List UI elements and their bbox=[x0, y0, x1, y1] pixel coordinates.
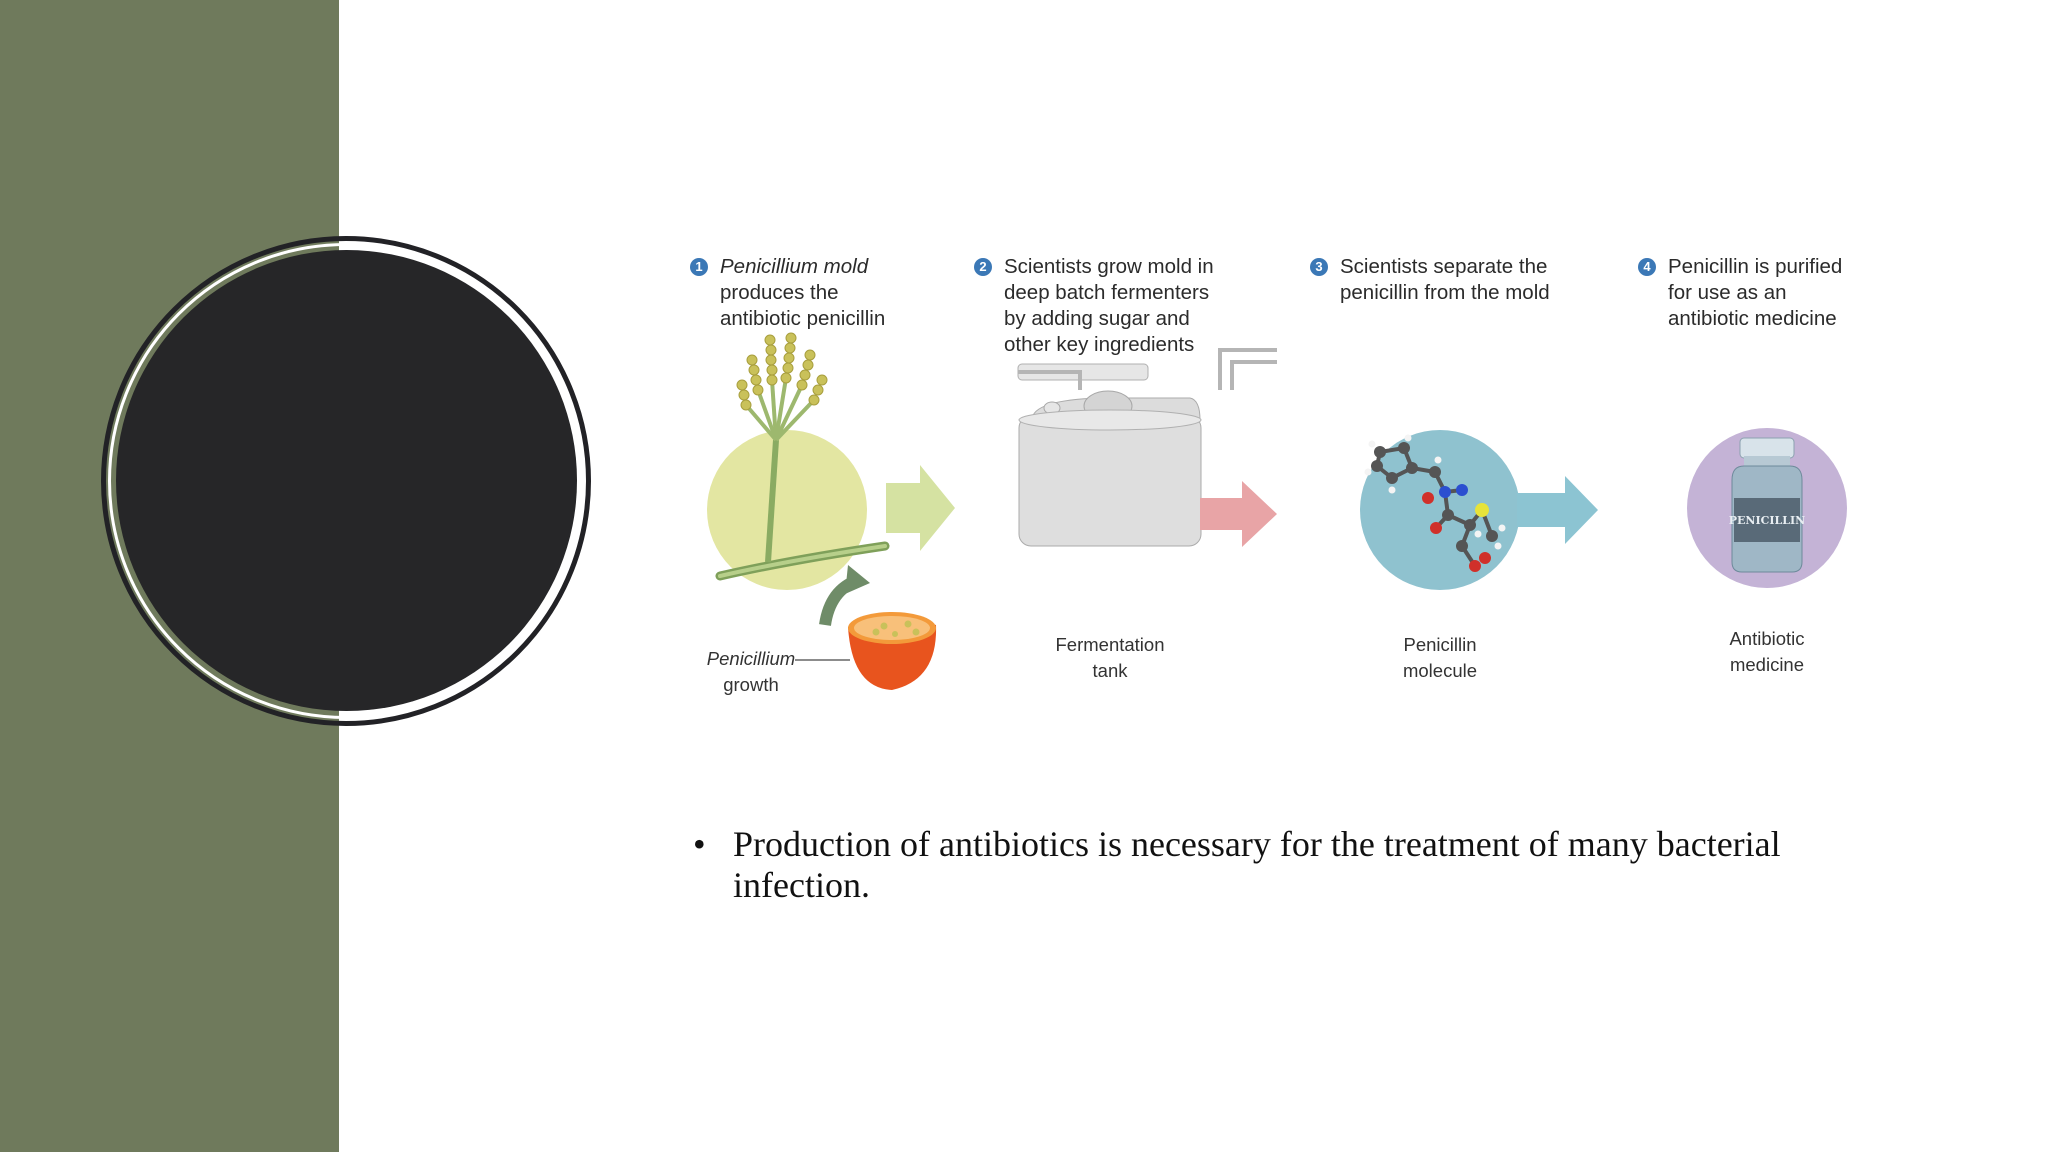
fermentation-tank-illustration bbox=[1017, 348, 1277, 547]
step-number-1: 1 bbox=[690, 258, 708, 276]
arrow-1-icon bbox=[886, 465, 955, 551]
step-1: 1 Penicillium mold produces the antibiot… bbox=[690, 254, 886, 332]
arrow-3-icon bbox=[1517, 476, 1598, 544]
penicillin-molecule-illustration bbox=[1360, 430, 1598, 590]
decorative-ring bbox=[101, 236, 591, 726]
step-4: 4 Penicillin is purified for use as an a… bbox=[1638, 254, 1843, 332]
penicillin-production-diagram: 1 Penicillium mold produces the antibiot… bbox=[680, 240, 1880, 730]
bullet-marker: • bbox=[693, 824, 706, 864]
step-3-line-1: Scientists separate the bbox=[1340, 255, 1548, 278]
step-4-line-2: for use as an bbox=[1668, 281, 1787, 304]
step-2-line-2: deep batch fermenters bbox=[1004, 281, 1210, 304]
process-illustrations bbox=[707, 332, 1847, 690]
step-number-4: 4 bbox=[1638, 258, 1656, 276]
caption-medicine-line-1: Antibiotic bbox=[1729, 628, 1805, 649]
penicillium-mold-illustration bbox=[707, 332, 955, 690]
caption-molecule: Penicillin molecule bbox=[1380, 632, 1500, 684]
caption-medicine: Antibiotic medicine bbox=[1710, 626, 1824, 678]
step-1-line-1: Penicillium mold bbox=[720, 255, 869, 278]
step-4-line-3: antibiotic medicine bbox=[1668, 307, 1837, 330]
caption-molecule-line-1: Penicillin bbox=[1403, 634, 1477, 655]
caption-molecule-line-2: molecule bbox=[1402, 660, 1478, 681]
arrow-2-icon bbox=[1200, 481, 1277, 547]
caption-growth: Penicillium growth bbox=[696, 646, 806, 698]
bottle-label: PENICILLIN bbox=[1728, 513, 1806, 527]
antibiotic-medicine-illustration bbox=[1687, 428, 1847, 588]
decorative-ring-inner bbox=[108, 243, 584, 719]
step-2: 2 Scientists grow mold in deep batch fer… bbox=[974, 254, 1214, 358]
caption-tank: Fermentation tank bbox=[1045, 632, 1175, 684]
caption-growth-line-2: growth bbox=[723, 674, 779, 695]
step-1-line-2: produces the bbox=[720, 281, 839, 304]
step-number-2: 2 bbox=[974, 258, 992, 276]
caption-tank-line-1: Fermentation bbox=[1055, 634, 1165, 655]
dark-circle bbox=[116, 250, 577, 711]
step-1-line-3: antibiotic penicillin bbox=[720, 307, 886, 330]
bullet-text: Production of antibiotics is necessary f… bbox=[733, 824, 1781, 905]
step-4-line-1: Penicillin is purified bbox=[1668, 255, 1843, 278]
step-number-3: 3 bbox=[1310, 258, 1328, 276]
step-2-line-1: Scientists grow mold in bbox=[1004, 255, 1214, 278]
caption-tank-line-2: tank bbox=[1092, 660, 1128, 681]
step-3-line-2: penicillin from the mold bbox=[1340, 281, 1550, 304]
step-3: 3 Scientists separate the penicillin fro… bbox=[1310, 254, 1550, 306]
caption-medicine-line-2: medicine bbox=[1729, 654, 1805, 675]
step-2-line-3: by adding sugar and bbox=[1004, 307, 1190, 330]
step-2-line-4: other key ingredients bbox=[1004, 333, 1195, 356]
caption-growth-line-1: Penicillium bbox=[706, 648, 796, 669]
